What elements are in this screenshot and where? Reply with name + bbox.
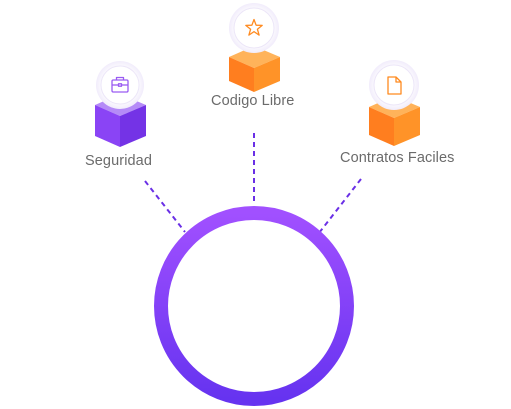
orange-cube-left	[369, 107, 394, 146]
feature-label-seguridad: Seguridad	[85, 153, 153, 169]
purple-cube-right	[120, 105, 146, 147]
orange-cube-left	[229, 57, 254, 92]
purple-cube-left	[95, 105, 120, 147]
feature-seguridad	[95, 61, 146, 147]
icon-badge	[373, 64, 415, 106]
feature-contratos-faciles	[369, 60, 420, 146]
connector-contratos-faciles	[318, 178, 362, 234]
orange-cube-top	[229, 46, 280, 68]
orange-cube-right	[254, 57, 280, 92]
feature-label-contratos-faciles: Contratos Faciles	[340, 150, 455, 166]
orange-cube-right	[394, 107, 420, 146]
briefcase-icon	[111, 76, 129, 93]
star-icon	[245, 18, 263, 36]
feature-codigo-libre	[229, 3, 280, 92]
connector-seguridad	[144, 180, 186, 233]
central-ring	[154, 206, 354, 406]
icon-badge	[233, 7, 275, 49]
feature-label-codigo-libre: Codigo Libre	[211, 93, 295, 109]
document-icon	[387, 76, 402, 95]
